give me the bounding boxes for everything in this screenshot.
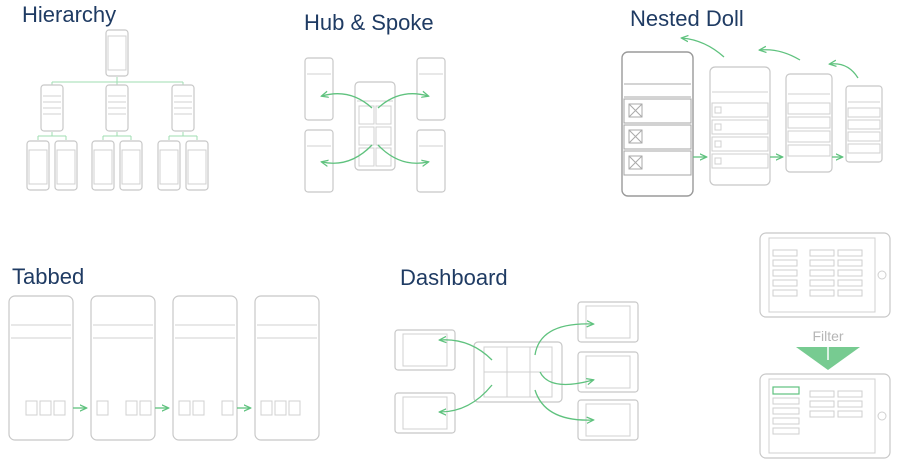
dashboard-title: Dashboard [400,265,508,290]
hub-spoke-diagram [304,57,446,193]
phone-wireframe [785,73,833,173]
nested-doll-diagram [621,38,883,197]
phone-wireframe [105,84,129,132]
phone-wireframe [254,295,320,441]
phone-wireframe [40,84,64,132]
phone-wireframe [621,51,694,197]
phone-wireframe [90,295,156,441]
phone-wireframe [709,66,771,186]
phone-wireframe [845,85,883,163]
tablet-wireframe [577,301,639,343]
phone-wireframe [172,295,238,441]
tabbed-diagram [8,295,320,441]
nested-doll-title: Nested Doll [630,6,744,31]
phone-wireframe [304,129,334,193]
phone-wireframe [171,84,195,132]
phone-wireframe [157,140,181,191]
tablet-wireframe [394,329,456,371]
tablet-wireframe [394,392,456,434]
phone-wireframe [185,140,209,191]
tablet-wireframe [577,351,639,393]
dashboard-diagram [394,301,639,441]
hub-spoke-title: Hub & Spoke [304,10,434,35]
tablet-wireframe [759,373,891,459]
hierarchy-diagram [26,29,209,191]
tablet-wireframe [473,341,563,403]
phone-wireframe [119,140,143,191]
phone-wireframe [26,140,50,191]
phone-wireframe [91,140,115,191]
phone-wireframe [304,57,334,121]
phone-wireframe [416,57,446,121]
phone-wireframe [105,29,129,77]
hierarchy-title: Hierarchy [22,2,117,27]
filter-label: Filter [812,328,843,344]
phone-wireframe [8,295,74,441]
tablet-wireframe [759,232,891,318]
phone-wireframe [416,129,446,193]
hub-phone-wireframe [354,81,396,171]
tabbed-title: Tabbed [12,264,85,289]
phone-wireframe [54,140,78,191]
filter-diagram: Filter [759,232,891,459]
